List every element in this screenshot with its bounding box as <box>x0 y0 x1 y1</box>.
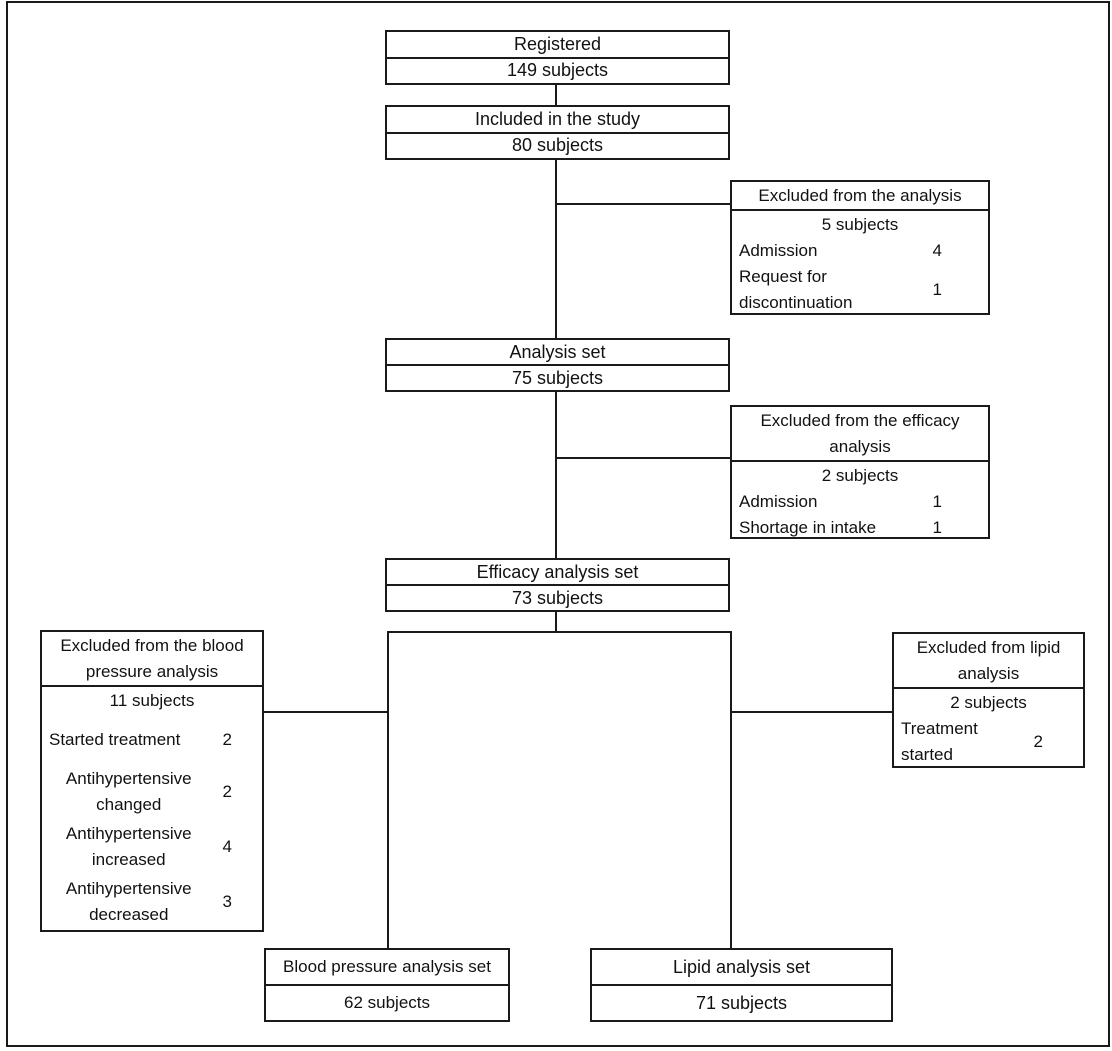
label-line: Excluded from lipid <box>916 638 1061 657</box>
label-line: Excluded from the efficacy <box>760 411 960 430</box>
exclusion-item: Admission 1 <box>732 489 988 515</box>
label-line: Admission <box>739 241 818 260</box>
connector-excluded-lipid <box>732 711 892 713</box>
label-line: Admission <box>739 492 818 511</box>
label-line: Started treatment <box>49 730 181 749</box>
connector-branch-excluded-efficacy <box>556 457 732 459</box>
label-line: discontinuation <box>739 293 853 312</box>
exclusion-item: Request for discontinuation 1 <box>732 264 988 316</box>
lipid-set-count: 71 subjects <box>695 992 788 1013</box>
excluded-analysis-title: Excluded from the analysis <box>732 182 988 211</box>
exclusion-item: Admission 4 <box>732 238 988 264</box>
exclusion-item: Antihypertensive decreased 3 <box>42 876 262 928</box>
excluded-efficacy-title: Excluded from the efficacy analysis <box>732 407 988 462</box>
excluded-lipid-body: 2 subjects Treatment started 2 <box>894 689 1083 768</box>
exclusion-item-count: 1 <box>932 518 942 537</box>
connector-branch-excluded-analysis <box>556 203 732 205</box>
connector-left-branch <box>387 631 389 948</box>
exclusion-item: Started treatment 2 <box>42 727 262 753</box>
excluded-lipid-subjects: 2 subjects <box>950 693 1027 712</box>
connector-included-analysis <box>555 160 557 340</box>
bp-set-count: 62 subjects <box>344 993 430 1012</box>
efficacy-set-title: Efficacy analysis set <box>387 560 728 586</box>
label-line: Excluded from the blood <box>60 636 244 655</box>
exclusion-item: Antihypertensive changed 2 <box>42 766 262 818</box>
label-line: increased <box>91 850 166 869</box>
registered-count: 149 subjects <box>506 60 609 81</box>
flow-box-included: Included in the study 80 subjects <box>385 105 730 160</box>
excluded-bp-subjects: 11 subjects <box>109 691 195 710</box>
exclusion-item-count: 2 <box>222 782 232 801</box>
label-line: changed <box>96 795 162 814</box>
exclusion-item-label: Antihypertensive decreased <box>49 876 223 928</box>
flow-box-efficacy-set: Efficacy analysis set 73 subjects <box>385 558 730 612</box>
exclusion-item: Treatment started 2 <box>894 716 1083 768</box>
exclusion-item-label: Antihypertensive changed <box>49 766 223 818</box>
connector-excluded-bp <box>263 711 389 713</box>
excluded-lipid-title: Excluded from lipid analysis <box>894 634 1083 689</box>
excluded-bp-title: Excluded from the blood pressure analysi… <box>42 632 262 687</box>
efficacy-set-count: 73 subjects <box>511 587 604 608</box>
connector-efficacy-stub <box>555 612 557 633</box>
flow-box-excluded-analysis: Excluded from the analysis 5 subjects Ad… <box>730 180 990 315</box>
connector-analysis-efficacy <box>555 392 557 560</box>
excluded-efficacy-body: 2 subjects Admission 1 Shortage in intak… <box>732 462 988 541</box>
exclusion-item-label: Admission <box>739 238 933 264</box>
exclusion-item-label: Treatment started <box>901 716 1034 768</box>
exclusion-item-count: 2 <box>222 730 232 749</box>
analysis-set-count: 75 subjects <box>511 367 604 388</box>
outer-frame <box>6 1 1110 1047</box>
label-line: started <box>901 745 953 764</box>
label-line: Request for <box>739 267 827 286</box>
lipid-set-title: Lipid analysis set <box>592 950 891 986</box>
excluded-analysis-subjects: 5 subjects <box>821 215 899 234</box>
analysis-set-title: Analysis set <box>387 340 728 366</box>
label-line: pressure analysis <box>85 662 219 681</box>
connector-right-branch <box>730 631 732 948</box>
exclusion-item-label: Started treatment <box>49 727 223 753</box>
excluded-bp-body: 11 subjects Started treatment 2 Antihype… <box>42 687 262 928</box>
registered-title: Registered <box>387 32 728 59</box>
exclusion-item: Antihypertensive increased 4 <box>42 821 262 873</box>
exclusion-item-label: Request for discontinuation <box>739 264 933 316</box>
exclusion-item-count: 1 <box>932 492 942 511</box>
label-line: analysis <box>957 664 1020 683</box>
exclusion-item-count: 2 <box>1033 732 1043 751</box>
included-title: Included in the study <box>387 107 728 134</box>
flow-box-excluded-bp: Excluded from the blood pressure analysi… <box>40 630 264 932</box>
flow-box-excluded-lipid: Excluded from lipid analysis 2 subjects … <box>892 632 1085 768</box>
label-line: Shortage in intake <box>739 518 877 537</box>
connector-split-horizontal <box>387 631 732 633</box>
label-line: Antihypertensive <box>65 879 192 898</box>
exclusion-item-label: Antihypertensive increased <box>49 821 223 873</box>
flow-box-excluded-efficacy: Excluded from the efficacy analysis 2 su… <box>730 405 990 539</box>
label-line: Antihypertensive <box>65 769 192 788</box>
label-line: decreased <box>89 905 169 924</box>
label-line: Treatment <box>901 719 978 738</box>
flow-box-analysis-set: Analysis set 75 subjects <box>385 338 730 392</box>
exclusion-item-label: Admission <box>739 489 933 515</box>
bp-set-title: Blood pressure analysis set <box>266 950 508 986</box>
excluded-efficacy-subjects: 2 subjects <box>821 466 899 485</box>
excluded-analysis-body: 5 subjects Admission 4 Request for disco… <box>732 211 988 316</box>
flow-box-registered: Registered 149 subjects <box>385 30 730 85</box>
included-count: 80 subjects <box>511 135 604 156</box>
flow-box-bp-set: Blood pressure analysis set 62 subjects <box>264 948 510 1022</box>
label-line: analysis <box>829 437 891 456</box>
exclusion-item-count: 4 <box>222 837 232 856</box>
exclusion-item-count: 3 <box>222 892 232 911</box>
label-line: Antihypertensive <box>65 824 192 843</box>
flow-box-lipid-set: Lipid analysis set 71 subjects <box>590 948 893 1022</box>
exclusion-item-count: 1 <box>932 280 942 299</box>
connector-registered-included <box>555 85 557 107</box>
excluded-analysis-title-line: Excluded from the analysis <box>758 186 962 205</box>
exclusion-item-count: 4 <box>932 241 942 260</box>
exclusion-item: Shortage in intake 1 <box>732 515 988 541</box>
exclusion-item-label: Shortage in intake <box>739 515 933 541</box>
